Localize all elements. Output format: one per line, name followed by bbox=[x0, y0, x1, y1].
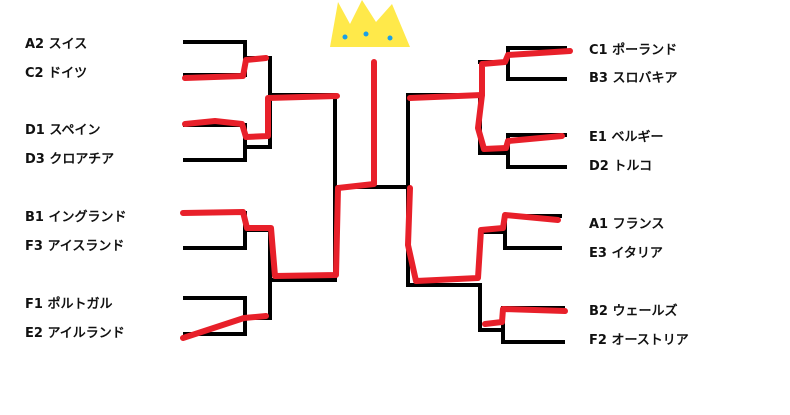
team-left-1: A2 スイス bbox=[25, 37, 88, 52]
team-left-7: F1 ポルトガル bbox=[25, 297, 113, 312]
team-right-1: C1 ポーランド bbox=[589, 43, 678, 58]
team-right-8: F2 オーストリア bbox=[589, 333, 689, 348]
team-left-5: B1 イングランド bbox=[25, 210, 127, 225]
team-left-2: C2 ドイツ bbox=[25, 66, 88, 81]
bracket-right bbox=[406, 46, 567, 344]
pick-lines bbox=[180, 48, 573, 341]
team-right-5: A1 フランス bbox=[589, 217, 665, 232]
team-left-4: D3 クロアチア bbox=[25, 152, 115, 167]
team-right-3: E1 ベルギー bbox=[589, 130, 664, 145]
team-left-8: E2 アイルランド bbox=[25, 326, 125, 341]
team-right-4: D2 トルコ bbox=[589, 159, 653, 174]
team-right-2: B3 スロバキア bbox=[589, 71, 678, 86]
team-right-7: B2 ウェールズ bbox=[589, 304, 678, 319]
team-left-6: F3 アイスランド bbox=[25, 239, 125, 254]
team-right-6: E3 イタリア bbox=[589, 246, 663, 261]
crown-icon bbox=[330, 0, 410, 47]
team-left-3: D1 スペイン bbox=[25, 123, 101, 138]
